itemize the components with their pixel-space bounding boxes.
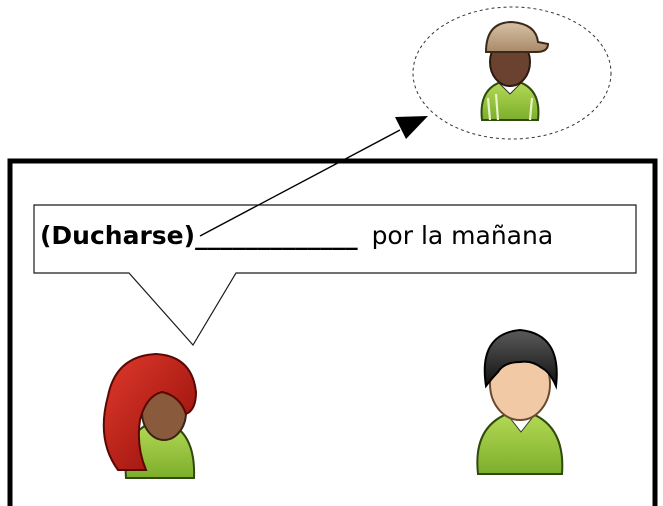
panel-frame (7, 158, 658, 506)
answer-blank[interactable]: _____________ (195, 221, 358, 250)
bubble-sentence: (Ducharse)_____________ por la mañana (40, 214, 630, 258)
boy-black-hair-icon (476, 328, 564, 475)
sentence-rest: por la mañana (371, 221, 554, 250)
boy-with-cap-icon (480, 20, 550, 121)
arrow-line (199, 129, 401, 237)
dashed-ellipse (412, 6, 612, 140)
girl-red-hair-icon (102, 352, 198, 479)
speech-bubble (33, 204, 637, 347)
verb-prompt: (Ducharse) (40, 221, 196, 250)
arrowhead (395, 116, 428, 139)
